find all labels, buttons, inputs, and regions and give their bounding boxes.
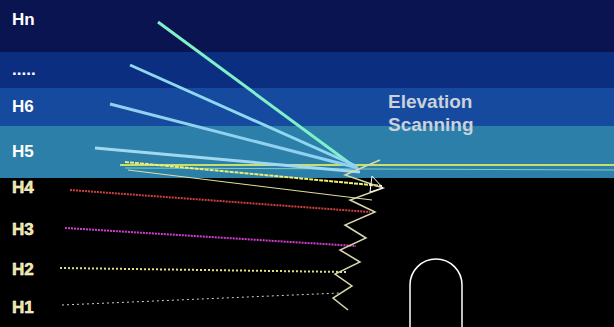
arrow-head <box>370 176 383 192</box>
scan-beam <box>65 228 356 246</box>
scan-beam <box>60 268 346 272</box>
scan-beam <box>130 65 356 166</box>
altitude-label: H4 <box>12 178 34 198</box>
scan-beam <box>158 22 352 165</box>
altitude-band: H6 <box>0 88 614 126</box>
scan-beam <box>110 104 358 168</box>
altitude-band: Hn <box>0 0 614 52</box>
altitude-label: H1 <box>12 298 34 318</box>
scan-beam <box>62 293 340 305</box>
tunnel-outline <box>410 259 462 327</box>
altitude-label: H2 <box>12 260 34 280</box>
scan-beam <box>128 170 372 200</box>
scan-beam <box>70 190 370 212</box>
altitude-label: H3 <box>12 220 34 240</box>
band-label: Hn <box>12 10 35 30</box>
scan-title: Elevation Scanning <box>388 90 528 136</box>
band-label: H5 <box>12 142 34 162</box>
altitude-band: H5 <box>0 126 614 178</box>
band-label: ..... <box>12 60 36 80</box>
altitude-band: ..... <box>0 52 614 88</box>
scan-beam <box>95 148 360 172</box>
band-label: H6 <box>12 97 34 117</box>
scan-zigzag <box>333 160 383 310</box>
